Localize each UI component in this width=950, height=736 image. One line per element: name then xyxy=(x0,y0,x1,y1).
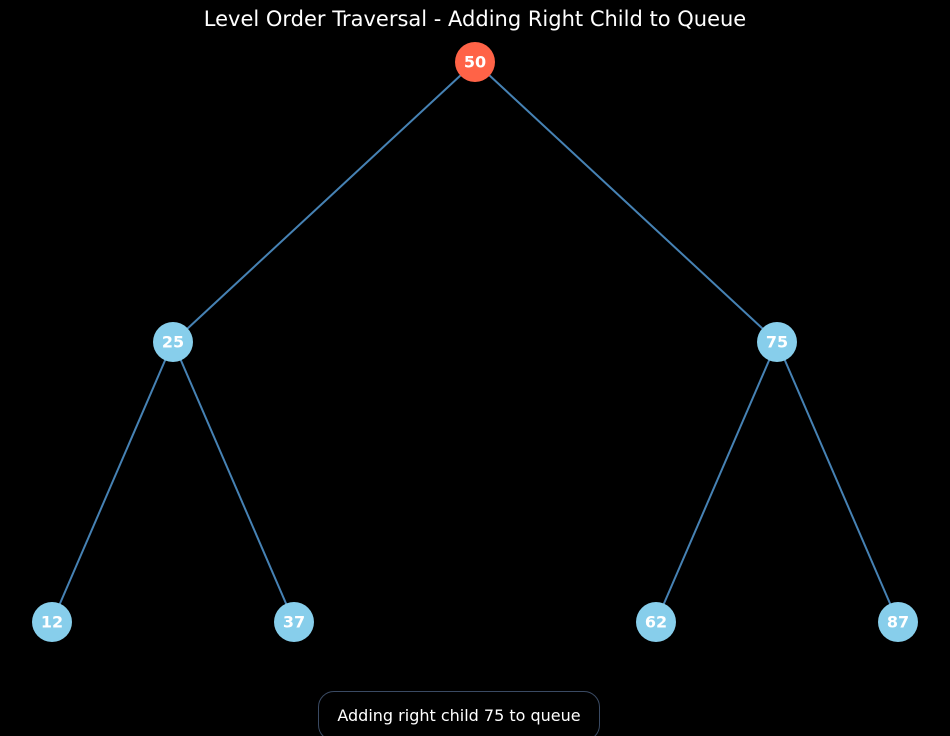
status-text: Adding right child 75 to queue xyxy=(337,706,581,725)
tree-edge xyxy=(51,341,174,623)
node-label: 37 xyxy=(283,613,305,632)
node-circle xyxy=(32,602,72,642)
tree-node: 62 xyxy=(636,602,676,642)
node-circle xyxy=(153,322,193,362)
node-circle xyxy=(274,602,314,642)
tree-node: 12 xyxy=(32,602,72,642)
tree-edge xyxy=(474,61,778,343)
tree-node: 25 xyxy=(153,322,193,362)
tree-node: 50 xyxy=(455,42,495,82)
diagram-title: Level Order Traversal - Adding Right Chi… xyxy=(203,7,747,31)
current-node-circle xyxy=(455,42,495,82)
node-label: 25 xyxy=(162,333,184,352)
node-circle xyxy=(757,322,797,362)
tree-node: 87 xyxy=(878,602,918,642)
node-label: 75 xyxy=(766,333,788,352)
node-label: 87 xyxy=(887,613,909,632)
node-circle xyxy=(636,602,676,642)
status-box: Adding right child 75 to queue xyxy=(318,691,600,736)
node-label: 50 xyxy=(464,53,486,72)
tree-edge xyxy=(655,341,778,623)
edges-layer xyxy=(51,61,899,623)
tree-node: 75 xyxy=(757,322,797,362)
node-label: 62 xyxy=(645,613,667,632)
tree-node: 37 xyxy=(274,602,314,642)
tree-edge xyxy=(776,341,899,623)
node-label: 12 xyxy=(41,613,63,632)
nodes-layer: 50 25 75 12 37 62 87 xyxy=(32,42,918,642)
tree-edge xyxy=(172,61,476,343)
tree-edge xyxy=(172,341,295,623)
node-circle xyxy=(878,602,918,642)
